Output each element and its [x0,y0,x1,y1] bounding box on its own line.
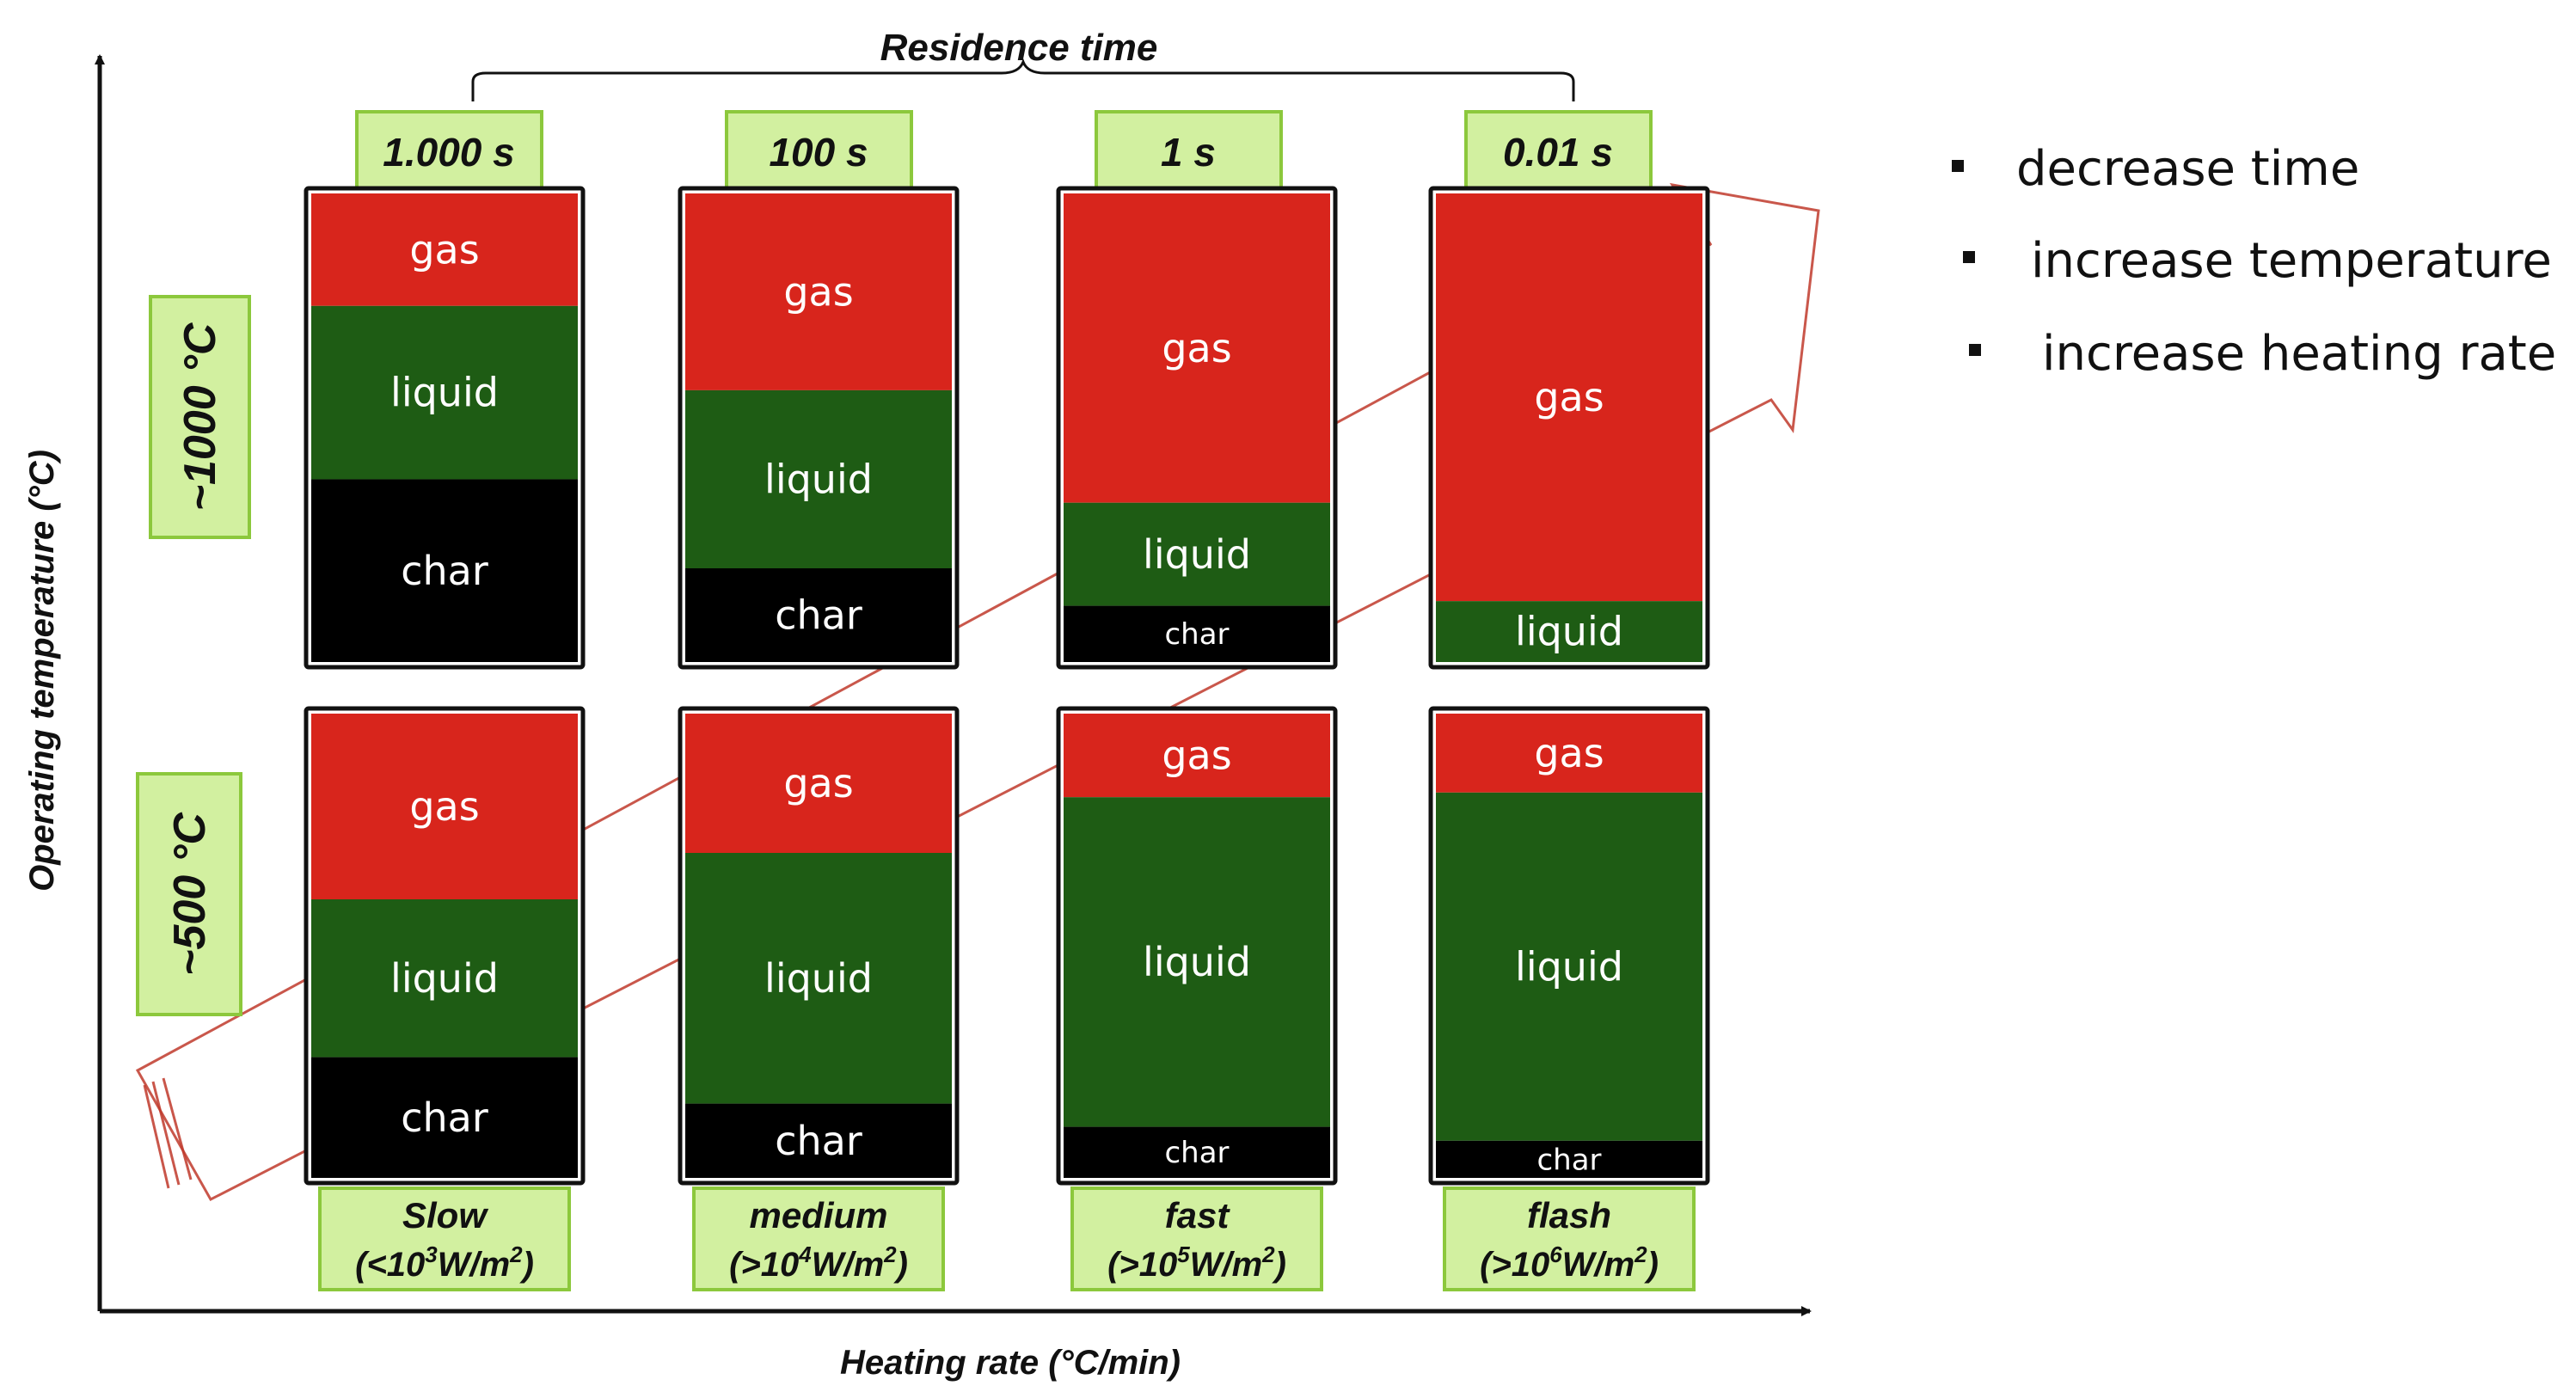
row-label-low: ~500 °C [136,772,242,1016]
liquid-segment [685,389,952,568]
mode-power: (<103W/m2) [355,1242,534,1284]
residence-brace [471,58,1575,101]
phase-box-medium-high: gas liquid char [678,186,960,670]
char-segment [685,1103,952,1178]
liquid-segment-label: liquid [390,370,499,416]
liquid-segment-label: liquid [764,955,873,1002]
gas-segment-label: gas [783,760,853,806]
row-label-low-text: ~500 °C [165,812,215,976]
mode-label-box [318,1186,571,1291]
liquid-segment-label: liquid [1515,609,1623,655]
x-axis-label: Heating rate (°C/min) [840,1344,1181,1382]
phase-box-fast-high: gas liquid char [1056,186,1338,670]
char-segment-label: char [1164,617,1229,652]
time-label-medium: 100 s [725,110,913,195]
mode-name: flash [1527,1195,1611,1236]
gas-segment-label: gas [1534,374,1604,420]
liquid-segment [1436,601,1702,662]
mode-power: (>105W/m2) [1107,1242,1286,1284]
phase-box-slow-high: gas liquid char [304,186,586,670]
phase-box-flash-low: gas liquid char [1428,706,1710,1186]
mode-label-box [1070,1186,1323,1291]
mode-name: medium [749,1195,887,1236]
time-label-flash-text: 0.01 s [1503,130,1613,175]
char-segment [311,479,578,662]
time-label-flash: 0.01 s [1464,110,1653,195]
char-segment-label: char [1536,1143,1601,1177]
phase-box-slow-low: gas liquid char [304,706,586,1186]
mode-label-medium: medium (>104W/m2) [692,1186,945,1291]
gas-segment-label: gas [1534,730,1604,776]
gas-segment [311,714,578,899]
liquid-segment [685,853,952,1104]
gas-segment-label: gas [1162,325,1231,371]
char-segment [1064,1126,1330,1178]
legend-item-3: increase heating rate [2042,326,2556,382]
liquid-segment [311,305,578,480]
char-segment [311,1057,578,1178]
row-label-high-text: ~1000 °C [175,322,225,511]
char-segment [1436,1140,1702,1178]
liquid-segment [311,899,578,1058]
phase-box-fast-low: gas liquid char [1056,706,1338,1186]
mode-power: (>104W/m2) [729,1242,908,1284]
legend-item-1: decrease time [2016,141,2359,197]
mode-label-flash: flash (>106W/m2) [1443,1186,1696,1291]
gas-segment-label: gas [783,269,853,316]
time-label-slow-text: 1.000 s [383,130,514,175]
gas-segment-label: gas [409,783,479,830]
gas-segment [1436,714,1702,793]
liquid-segment-label: liquid [1515,943,1623,990]
mode-name: Slow [402,1195,488,1236]
liquid-segment-label: liquid [390,955,499,1002]
liquid-segment [1064,502,1330,606]
char-segment-label: char [401,1094,488,1141]
mode-label-box [692,1186,945,1291]
row-label-high: ~1000 °C [149,295,251,539]
mode-name: fast [1165,1195,1231,1236]
liquid-segment [1064,797,1330,1127]
mode-label-box [1443,1186,1696,1291]
gas-segment [1436,193,1702,602]
legend-bullet-1 [1952,160,1964,172]
mode-power: (>106W/m2) [1480,1242,1659,1284]
liquid-segment-label: liquid [1143,939,1251,985]
legend-bullet-3 [1969,344,1981,356]
gas-segment-label: gas [1162,733,1231,779]
time-label-medium-text: 100 s [769,130,868,175]
gas-segment [1064,714,1330,798]
liquid-segment-label: liquid [1143,531,1251,578]
liquid-segment [1436,792,1702,1141]
phase-boxes: gasliquidchargasliquidchargasliquidcharg… [304,186,1710,1186]
gas-segment [1064,193,1330,503]
phase-box-medium-low: gas liquid char [678,706,960,1186]
gas-segment [311,193,578,306]
heating-mode-labels: Slow (<103W/m2) medium (>104W/m2) fast (>105W… [318,1186,1696,1291]
char-segment-label: char [401,548,488,594]
y-axis-label: Operating temperature (°C) [23,450,61,892]
char-segment-label: char [1164,1136,1229,1170]
time-label-fast-text: 1 s [1161,130,1216,175]
phase-box-flash-high: gas liquid [1428,186,1710,670]
time-labels: 1.000 s 100 s 1 s 0.01 s [355,110,1653,195]
gas-segment-label: gas [409,227,479,273]
char-segment-label: char [775,1118,862,1164]
residence-time-title: Residence time [880,27,1158,69]
legend-item-2: increase temperature [2031,233,2552,289]
gas-segment [685,714,952,853]
mode-label-slow: Slow (<103W/m2) [318,1186,571,1291]
time-label-fast: 1 s [1095,110,1283,195]
char-segment [1064,605,1330,662]
legend-bullet-2 [1963,251,1975,263]
char-segment [685,568,952,662]
char-segment-label: char [775,592,862,639]
legend: decrease time increase temperature incre… [1952,141,2556,382]
time-label-slow: 1.000 s [355,110,543,195]
liquid-segment-label: liquid [764,457,873,503]
gas-segment [685,193,952,390]
mode-label-fast: fast (>105W/m2) [1070,1186,1323,1291]
